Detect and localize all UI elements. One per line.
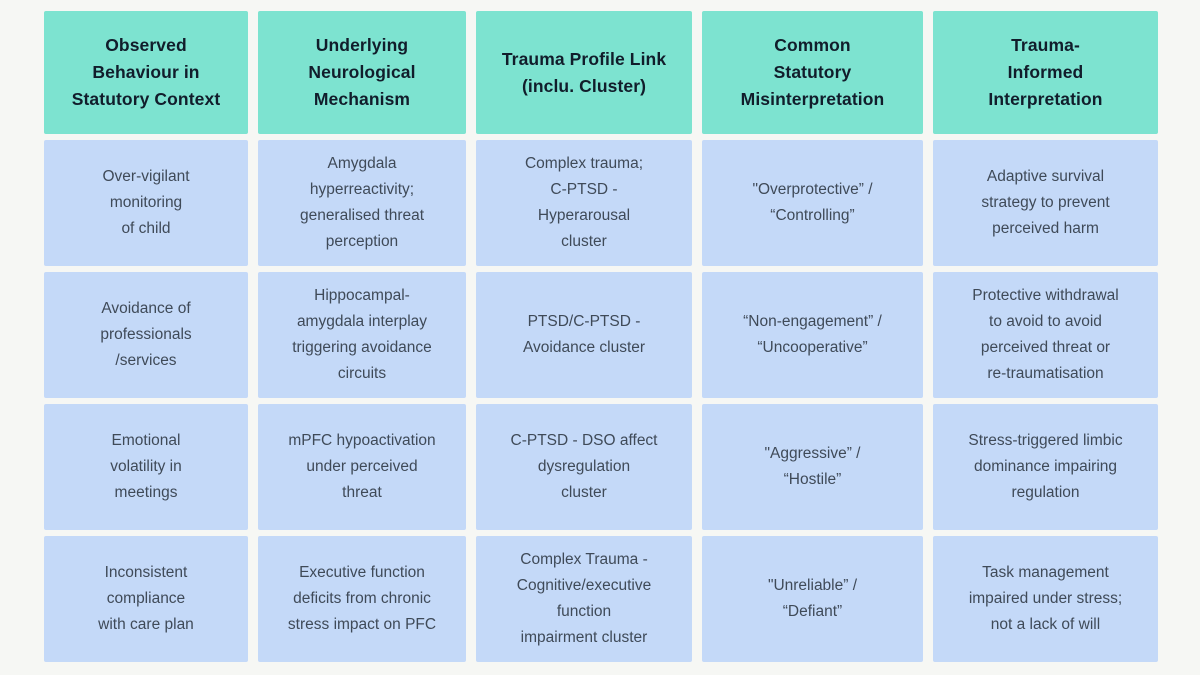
table-cell-r2c5: Protective withdrawal to avoid to avoid …	[933, 272, 1158, 398]
table-cell-r3c5: Stress-triggered limbic dominance impair…	[933, 404, 1158, 530]
table-cell-r4c2: Executive function deficits from chronic…	[258, 536, 466, 662]
header-trauma-profile-link: Trauma Profile Link (inclu. Cluster)	[476, 11, 692, 134]
table-cell-r1c1: Over-vigilant monitoring of child	[44, 140, 248, 266]
table-cell-r4c4: "Unreliable” / “Defiant”	[702, 536, 923, 662]
table-cell-r3c1: Emotional volatility in meetings	[44, 404, 248, 530]
table-cell-r4c3: Complex Trauma - Cognitive/executive fun…	[476, 536, 692, 662]
table-cell-r2c3: PTSD/C-PTSD - Avoidance cluster	[476, 272, 692, 398]
table-cell-r1c2: Amygdala hyperreactivity; generalised th…	[258, 140, 466, 266]
table-cell-r1c3: Complex trauma; C-PTSD - Hyperarousal cl…	[476, 140, 692, 266]
table-cell-r1c4: "Overprotective” / “Controlling”	[702, 140, 923, 266]
table-cell-r3c3: C-PTSD - DSO affect dysregulation cluste…	[476, 404, 692, 530]
table-cell-r4c5: Task management impaired under stress; n…	[933, 536, 1158, 662]
header-neurological-mechanism: Underlying Neurological Mechanism	[258, 11, 466, 134]
header-statutory-misinterpretation: Common Statutory Misinterpretation	[702, 11, 923, 134]
trauma-interpretation-table: Observed Behaviour in Statutory Context …	[44, 11, 1158, 662]
table-cell-r3c2: mPFC hypoactivation under perceived thre…	[258, 404, 466, 530]
header-observed-behaviour: Observed Behaviour in Statutory Context	[44, 11, 248, 134]
table-cell-r2c2: Hippocampal- amygdala interplay triggeri…	[258, 272, 466, 398]
table-cell-r2c4: “Non-engagement” / “Uncooperative”	[702, 272, 923, 398]
table-cell-r1c5: Adaptive survival strategy to prevent pe…	[933, 140, 1158, 266]
table-cell-r4c1: Inconsistent compliance with care plan	[44, 536, 248, 662]
header-trauma-informed-interpretation: Trauma- Informed Interpretation	[933, 11, 1158, 134]
table-cell-r2c1: Avoidance of professionals /services	[44, 272, 248, 398]
table-cell-r3c4: "Aggressive” / “Hostile”	[702, 404, 923, 530]
